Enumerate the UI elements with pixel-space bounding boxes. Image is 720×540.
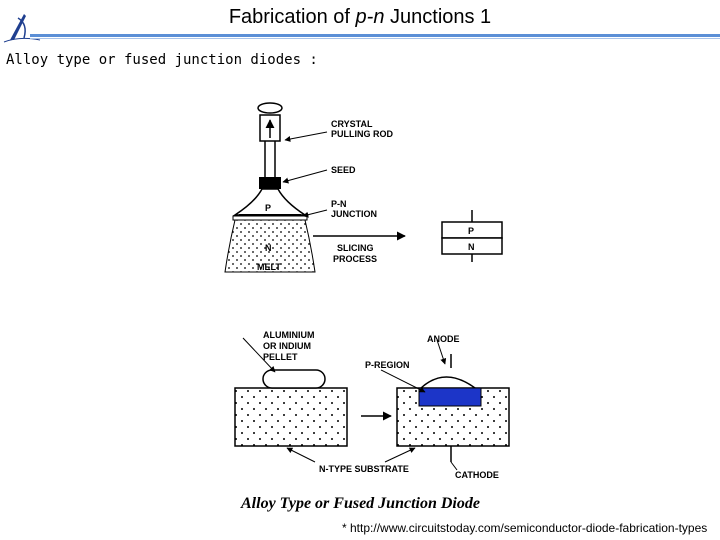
aluminium-label-2: OR INDIUM bbox=[263, 341, 311, 351]
figure-caption: Alloy Type or Fused Junction Diode bbox=[240, 495, 480, 512]
source-footnote[interactable]: * http://www.circuitstoday.com/semicondu… bbox=[342, 521, 708, 535]
p-region-bottom-label: P-REGION bbox=[365, 360, 410, 370]
pn-junction-label-2: JUNCTION bbox=[331, 209, 377, 219]
title-rule-thin bbox=[30, 38, 720, 39]
n-melt-label-1: N bbox=[265, 243, 272, 253]
slice-p-label: P bbox=[468, 226, 474, 236]
section-subtitle: Alloy type or fused junction diodes : bbox=[6, 52, 318, 68]
alloy-junction-figure: P N MELT CRYSTAL PULLING ROD SEED P-N JU… bbox=[224, 102, 510, 512]
crystal-pulling-diagram: P N MELT CRYSTAL PULLING ROD SEED P-N JU… bbox=[224, 102, 503, 273]
pn-junction-label-1: P-N bbox=[331, 199, 347, 209]
anode-label: ANODE bbox=[427, 334, 460, 344]
title-rule bbox=[30, 34, 720, 37]
logo-icon bbox=[3, 14, 41, 43]
slice-n-label: N bbox=[468, 242, 475, 252]
seed-label: SEED bbox=[331, 165, 356, 175]
slicing-label-2: PROCESS bbox=[333, 254, 377, 264]
crystal-label-1: CRYSTAL bbox=[331, 119, 373, 129]
alloy-process-diagram: ALUMINIUM OR INDIUM PELLET ANODE P-REGIO… bbox=[234, 330, 510, 512]
n-melt-label-2: MELT bbox=[257, 262, 281, 272]
crystal-label-2: PULLING ROD bbox=[331, 129, 393, 139]
page-title: Fabrication of p-n Junctions 1 bbox=[228, 6, 492, 28]
n-substrate-label: N-TYPE SUBSTRATE bbox=[319, 464, 409, 474]
aluminium-label-3: PELLET bbox=[263, 352, 298, 362]
slicing-label-1: SLICING bbox=[337, 243, 374, 253]
p-region-label: P bbox=[265, 203, 271, 213]
aluminium-label-1: ALUMINIUM bbox=[263, 330, 315, 340]
cathode-label: CATHODE bbox=[455, 470, 499, 480]
